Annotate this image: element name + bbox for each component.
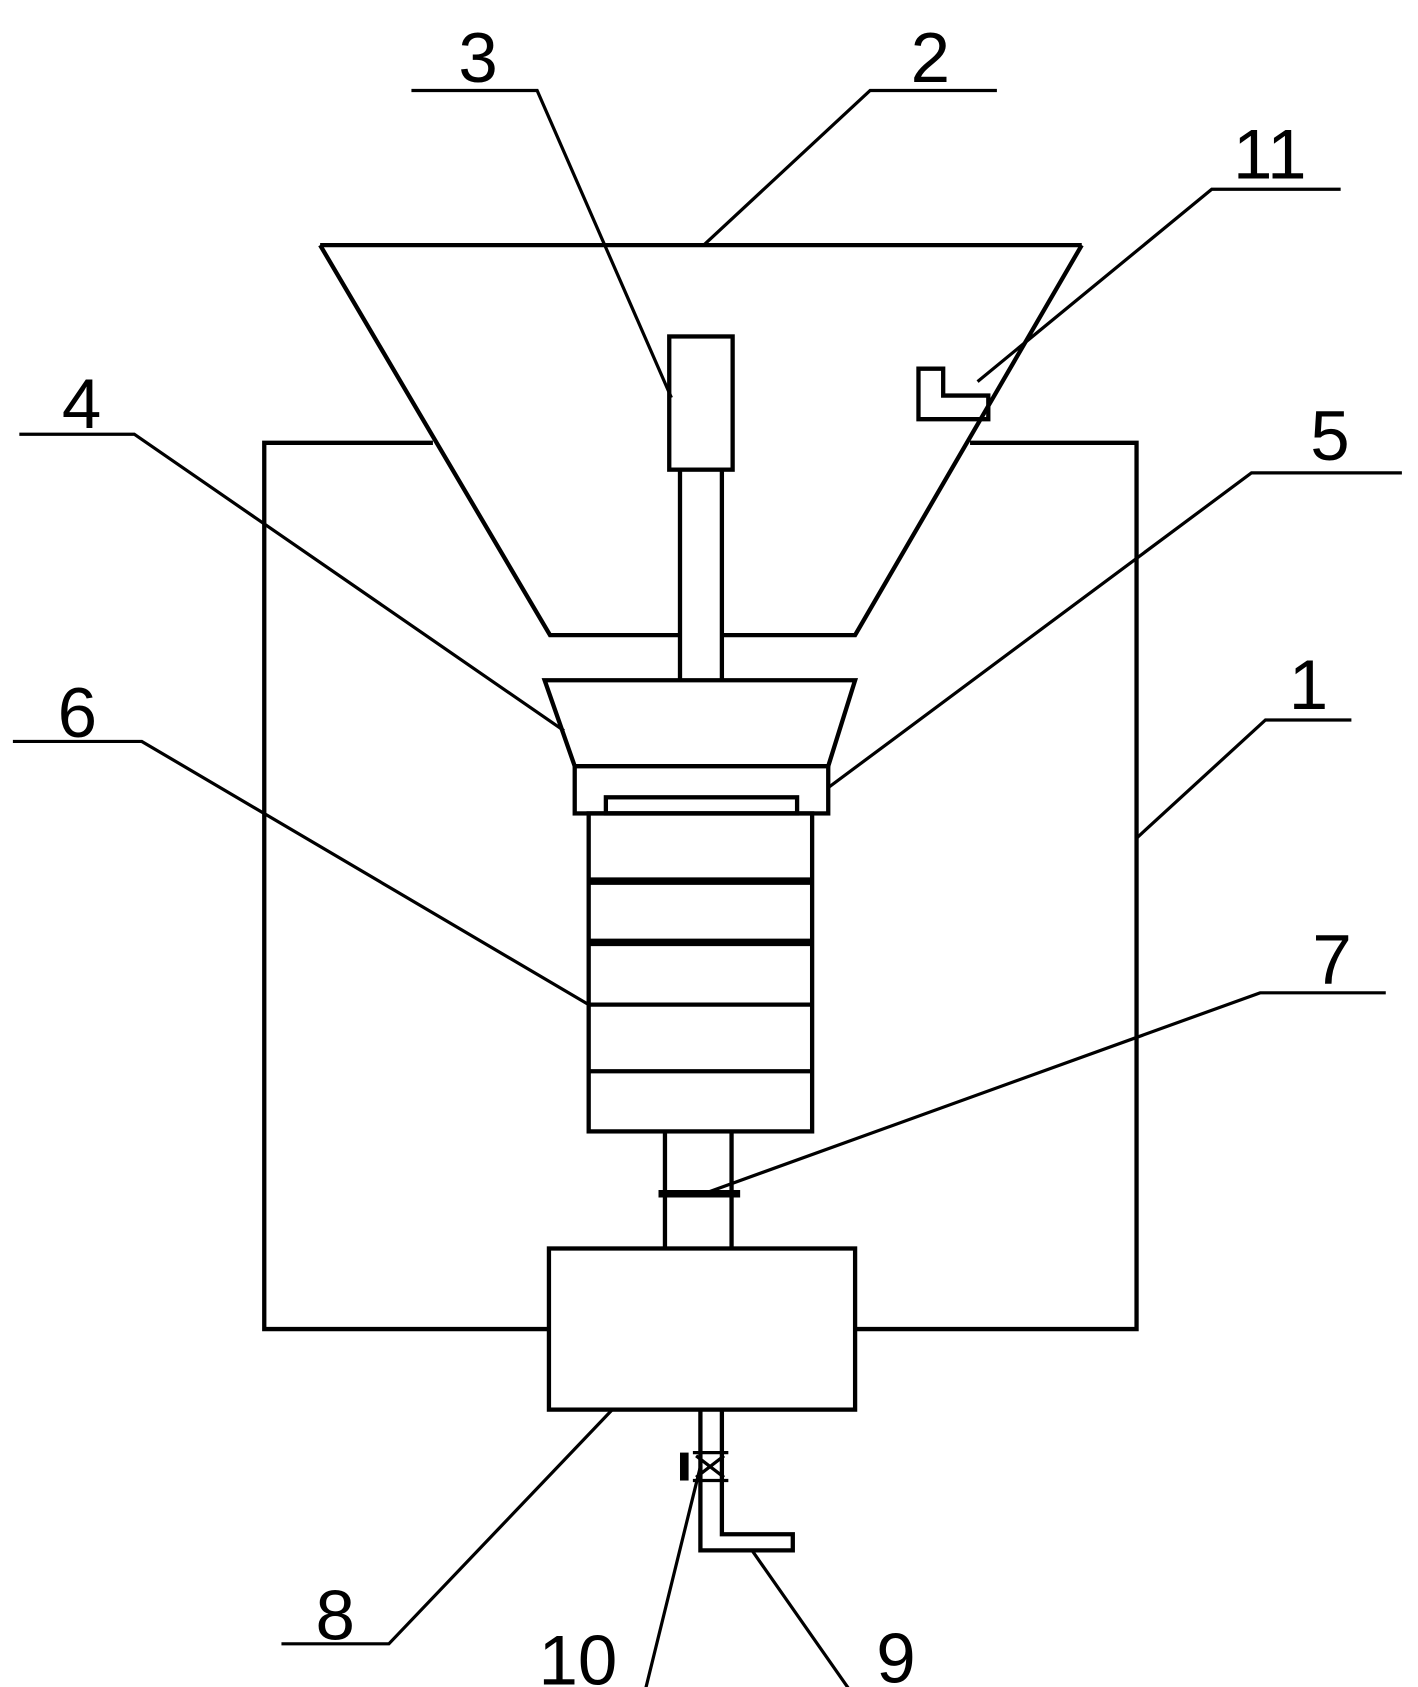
label-pipe: 9 xyxy=(876,1619,915,1687)
label-band: 7 xyxy=(1312,921,1351,1000)
label-body: 1 xyxy=(1289,646,1328,725)
label-bracket: 11 xyxy=(1233,116,1307,195)
funnel xyxy=(541,678,859,769)
hopper xyxy=(318,242,1084,638)
ring xyxy=(572,764,831,816)
outlet-pipe xyxy=(698,1409,795,1553)
label-base: 8 xyxy=(315,1577,354,1656)
bracket xyxy=(916,366,991,422)
label-hopper: 2 xyxy=(911,19,950,98)
shaft xyxy=(658,1131,741,1249)
stack xyxy=(586,811,815,1134)
label-funnel: 4 xyxy=(62,365,101,444)
valve xyxy=(679,1450,729,1483)
label-rod: 3 xyxy=(458,19,497,98)
label-ring: 5 xyxy=(1310,397,1349,476)
body-housing xyxy=(262,440,1139,1332)
rod xyxy=(667,334,735,681)
base-box xyxy=(546,1246,858,1412)
label-stack: 6 xyxy=(58,674,97,753)
leader-lines xyxy=(12,88,1402,1687)
label-valve: 10 xyxy=(539,1622,618,1687)
